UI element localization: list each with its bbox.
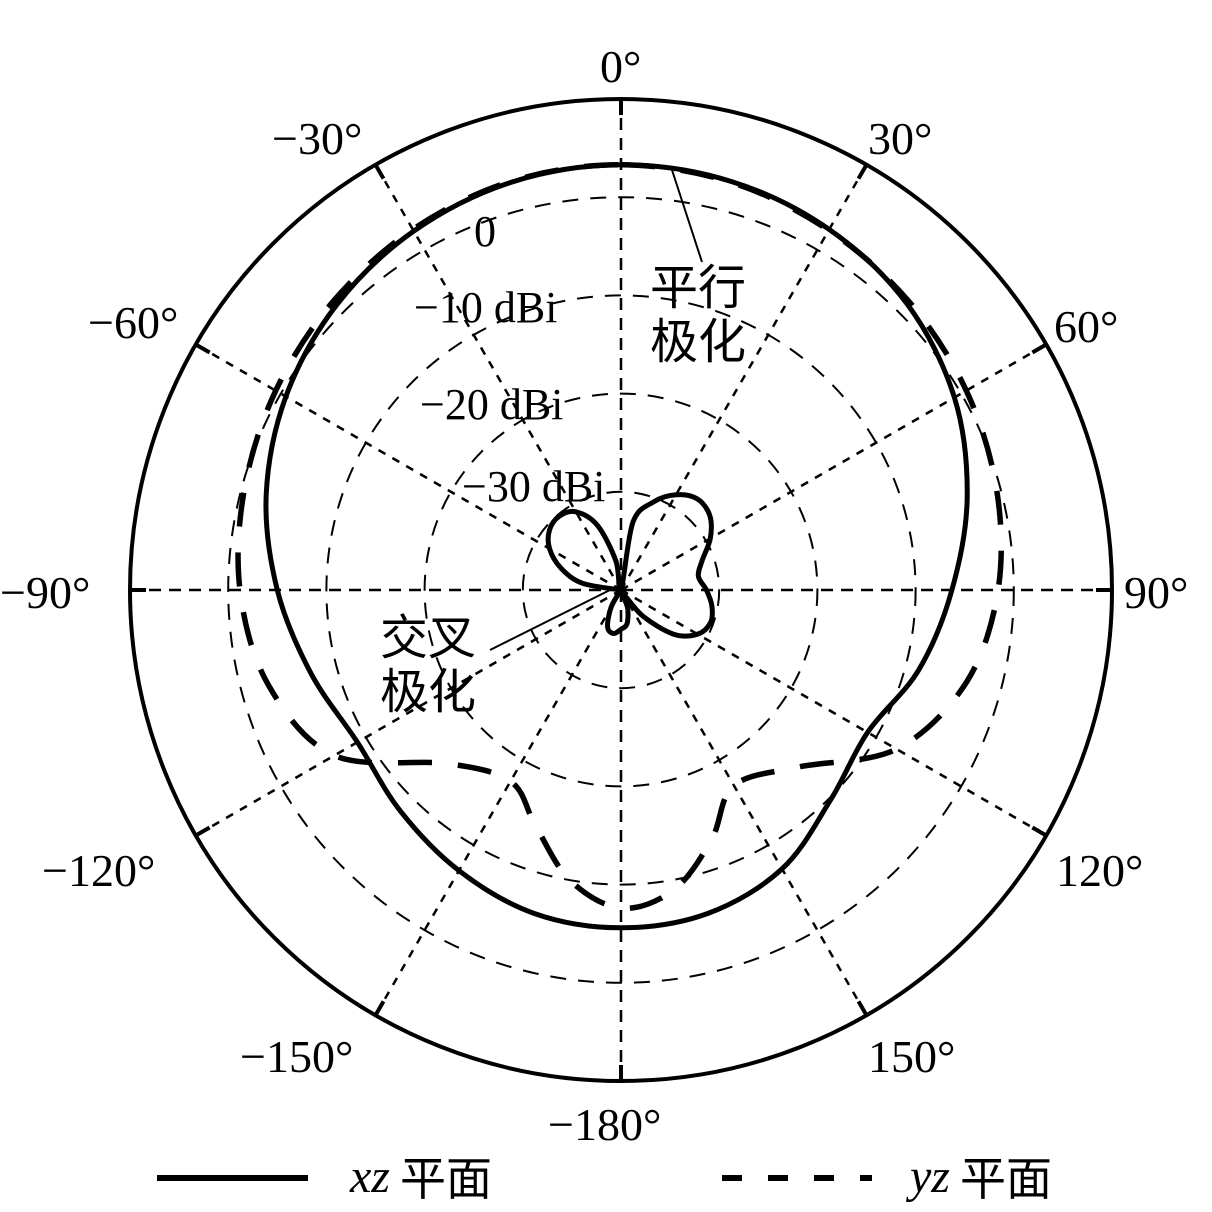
- angle-label-150: 150°: [868, 1031, 956, 1082]
- angular-spoke: [619, 589, 868, 1016]
- angular-spoke: [374, 589, 623, 1016]
- angular-tick: [373, 163, 386, 180]
- yz-plane-curve: [235, 162, 1005, 912]
- angular-spoke: [195, 588, 622, 837]
- polar-grid: [128, 97, 1114, 1083]
- legend-xz-cn: 平面: [399, 1152, 492, 1206]
- angular-tick: [373, 1000, 386, 1017]
- copol-line2: 极化: [650, 313, 747, 370]
- radial-ring: [227, 196, 1015, 984]
- angular-tick: [194, 825, 211, 838]
- pattern-curves: [235, 162, 1005, 931]
- angular-tick: [1031, 825, 1048, 838]
- angle-label-180: −180°: [548, 1099, 662, 1150]
- legend-item-xz: xz 平面: [350, 1148, 492, 1207]
- angle-label-120: 120°: [1056, 845, 1144, 896]
- angle-label-m150: −150°: [240, 1031, 354, 1082]
- radial-label-minus20: −20 dBi: [420, 380, 564, 429]
- legend-item-yz: yz 平面: [910, 1148, 1052, 1207]
- radial-label-minus30: −30 dBi: [462, 462, 606, 511]
- xz-plane-curve: [263, 162, 970, 931]
- angular-tick: [194, 342, 211, 355]
- copol-annotation: 平行 极化: [650, 260, 747, 370]
- angle-label-m90: −90°: [0, 567, 91, 618]
- angle-label-0: 0°: [600, 41, 642, 92]
- xpol-annotation: 交叉 极化: [380, 610, 477, 720]
- legend-yz-cn: 平面: [959, 1152, 1052, 1206]
- annotation-leaders: [489, 169, 703, 651]
- radial-ring: [423, 392, 819, 788]
- angular-tick: [856, 1000, 869, 1017]
- xpol-line1: 交叉: [380, 610, 477, 666]
- xpol-leader-line: [489, 585, 619, 651]
- legend-yz-italic: yz: [910, 1149, 950, 1203]
- angle-label-m120: −120°: [42, 845, 156, 896]
- radial-ring: [521, 490, 721, 690]
- angle-label-m30: −30°: [272, 113, 363, 164]
- radial-label-minus10: −10 dBi: [414, 283, 558, 332]
- copol-line1: 平行: [650, 260, 747, 316]
- angle-label-90: 90°: [1124, 567, 1189, 618]
- angular-tick: [856, 163, 869, 180]
- cross-pol-curve: [545, 492, 715, 639]
- angle-label-60: 60°: [1054, 301, 1119, 352]
- angle-label-30: 30°: [868, 113, 933, 164]
- angular-spoke: [620, 588, 1047, 837]
- radial-ring: [325, 294, 917, 886]
- copol-leader-line: [671, 169, 703, 263]
- angle-label-m60: −60°: [88, 297, 179, 348]
- angular-spoke: [619, 164, 868, 591]
- radial-label-0: 0: [474, 207, 496, 256]
- angular-spoke: [620, 343, 1047, 592]
- angular-tick: [1031, 342, 1048, 355]
- angular-spoke: [374, 164, 623, 591]
- xpol-line2: 极化: [380, 663, 477, 720]
- legend-xz-italic: xz: [350, 1149, 390, 1203]
